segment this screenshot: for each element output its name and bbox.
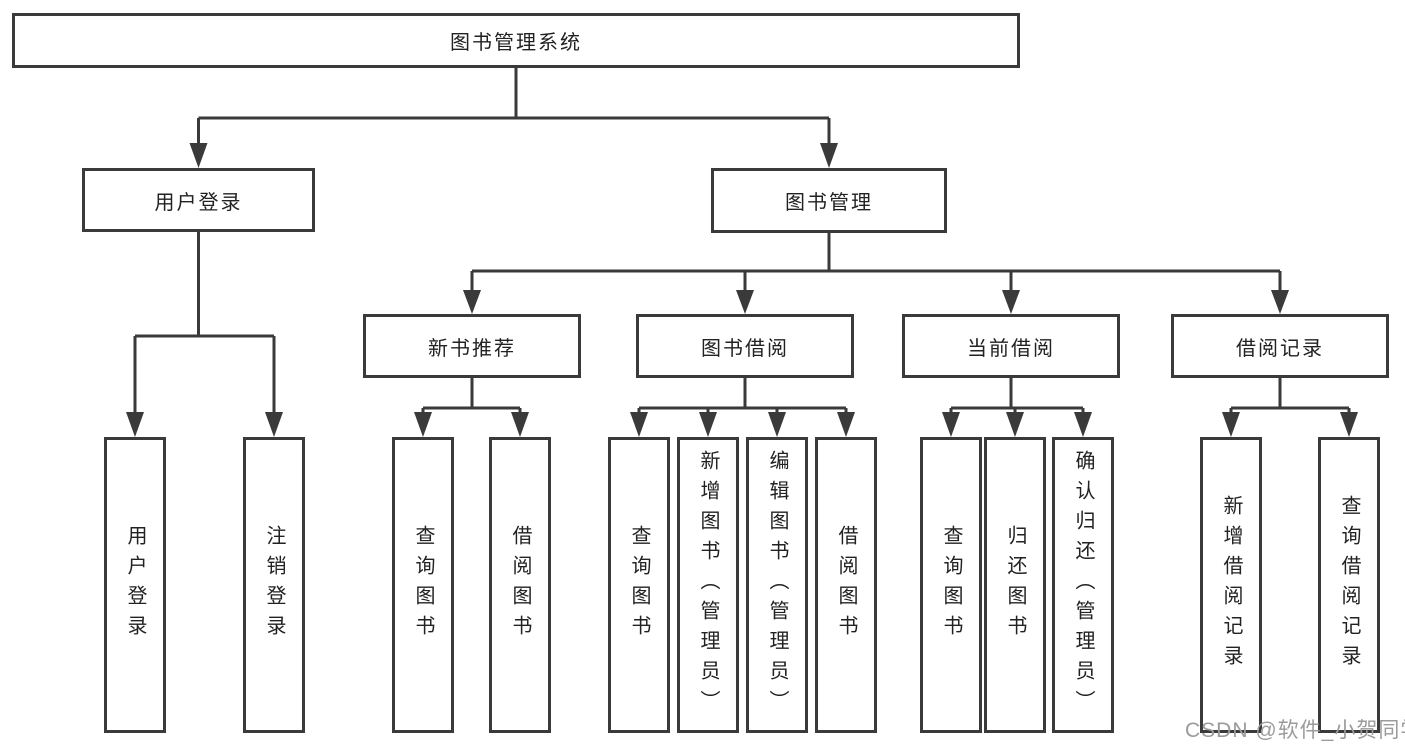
node-label: 注销登录 [263,525,285,645]
node-label: 用户登录 [124,525,146,645]
node-leaf-add-books-admin: 新增图书（管理员） [677,437,739,733]
node-label: 图书借阅 [701,337,789,360]
node-current-borrowing: 当前借阅 [902,314,1120,378]
node-user-login-group: 用户登录 [82,168,315,232]
node-leaf-query-books: 查询图书 [608,437,670,733]
node-leaf-borrow-books: 借阅图书 [489,437,551,733]
node-root-system: 图书管理系统 [12,13,1020,68]
node-leaf-borrow-books: 借阅图书 [815,437,877,733]
node-borrowing-records: 借阅记录 [1171,314,1389,378]
node-book-borrowing: 图书借阅 [636,314,854,378]
watermark: CSDN @软件_小贺同学 [1185,719,1405,742]
node-leaf-user-login: 用户登录 [104,437,166,733]
node-label: 当前借阅 [967,337,1055,360]
node-leaf-confirm-return-admin: 确认归还（管理员） [1052,437,1114,733]
node-leaf-logout: 注销登录 [243,437,305,733]
node-label: 新增图书（管理员） [697,450,719,720]
node-new-book-recommend: 新书推荐 [363,314,581,378]
node-label: 新增借阅记录 [1220,495,1242,675]
node-label: 查询图书 [628,525,650,645]
node-label: 查询图书 [412,525,434,645]
node-label: 图书管理系统 [450,32,582,54]
node-leaf-return-books: 归还图书 [984,437,1046,733]
node-label: 编辑图书（管理员） [766,450,788,720]
node-label: 借阅记录 [1236,337,1324,360]
node-label: 借阅图书 [835,525,857,645]
node-label: 确认归还（管理员） [1072,450,1094,720]
node-label: 图书管理 [785,192,873,214]
node-label: 归还图书 [1004,525,1026,645]
node-label: 用户登录 [154,191,243,214]
node-leaf-query-books: 查询图书 [392,437,454,733]
node-book-management: 图书管理 [711,168,947,233]
node-leaf-query-borrow-record: 查询借阅记录 [1318,437,1380,733]
node-label: 借阅图书 [509,525,531,645]
node-label: 查询图书 [940,525,962,645]
node-leaf-add-borrow-record: 新增借阅记录 [1200,437,1262,733]
node-leaf-query-books: 查询图书 [920,437,982,733]
node-leaf-edit-books-admin: 编辑图书（管理员） [746,437,808,733]
node-label: 新书推荐 [428,337,516,360]
node-label: 查询借阅记录 [1338,495,1360,675]
